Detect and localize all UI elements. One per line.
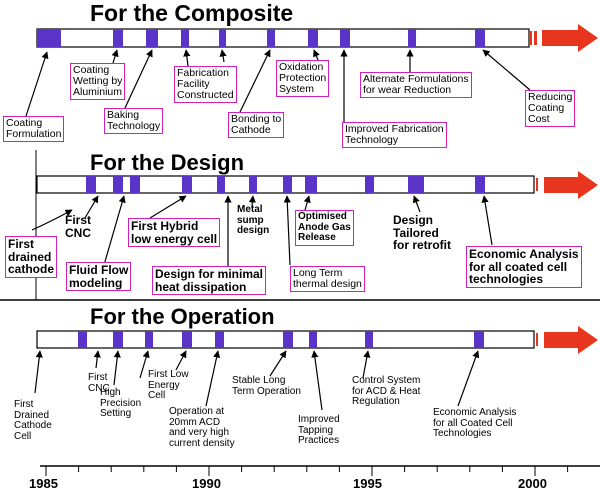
composite-label: Oxidation Protection System (276, 60, 330, 98)
operation-label: Control System for ACD & Heat Regulation (352, 375, 421, 407)
design-label: Economic Analysis for all coated cell te… (466, 246, 582, 288)
operation-label: First Drained Cathode Cell (14, 399, 52, 442)
year-label-1995: 1995 (353, 476, 382, 491)
design-timeline-bar (36, 171, 598, 199)
composite-label: Fabrication Facility Constructed (174, 66, 237, 104)
operation-label: Economic Analysis for all Coated Cell Te… (433, 407, 517, 439)
design-label: Design for minimal heat dissipation (152, 266, 267, 296)
composite-label: Coating Formulation (3, 116, 65, 143)
operation-pointers (34, 350, 480, 411)
design-label: First CNC (65, 213, 92, 240)
design-label: Long Term thermal design (290, 266, 365, 293)
year-axis (40, 465, 600, 476)
operation-label: First CNC (88, 372, 110, 394)
operation-timeline-bar (36, 326, 598, 354)
design-label: First drained cathode (5, 236, 58, 278)
operation-label: High Precision Setting (100, 387, 142, 419)
operation-label: First Low Energy Cell (148, 369, 189, 401)
composite-label: Bonding to Cathode (228, 112, 285, 139)
design-label: First Hybrid low energy cell (128, 218, 221, 248)
design-section-title: For the Design (90, 150, 245, 175)
composite-label: Baking Technology (104, 108, 164, 135)
composite-label: Improved Fabrication Technology (342, 122, 447, 149)
composite-timeline-bar (36, 24, 598, 52)
composite-label: Coating Wetting by Aluminium (70, 63, 126, 101)
composite-pointers (25, 49, 531, 122)
year-label-1985: 1985 (29, 476, 58, 491)
operation-label: Operation at 20mm ACD and very high curr… (169, 406, 235, 449)
design-label: Optimised Anode Gas Release (295, 210, 354, 246)
year-label-2000: 2000 (518, 476, 547, 491)
design-label: Design Tailored for retrofit (393, 213, 451, 253)
design-label: Metal sump design (237, 204, 270, 236)
design-label: Fluid Flow modeling (66, 262, 132, 292)
composite-section-title: For the Composite (90, 0, 294, 26)
composite-label: Alternate Formulations for wear Reductio… (360, 72, 472, 99)
operation-label: Improved Tapping Practices (298, 414, 340, 446)
operation-label: Stable Long Term Operation (232, 375, 301, 397)
operation-section-title: For the Operation (90, 304, 275, 329)
design-pointers (31, 195, 493, 266)
composite-label: Reducing Coating Cost (525, 90, 576, 128)
year-label-1990: 1990 (192, 476, 221, 491)
